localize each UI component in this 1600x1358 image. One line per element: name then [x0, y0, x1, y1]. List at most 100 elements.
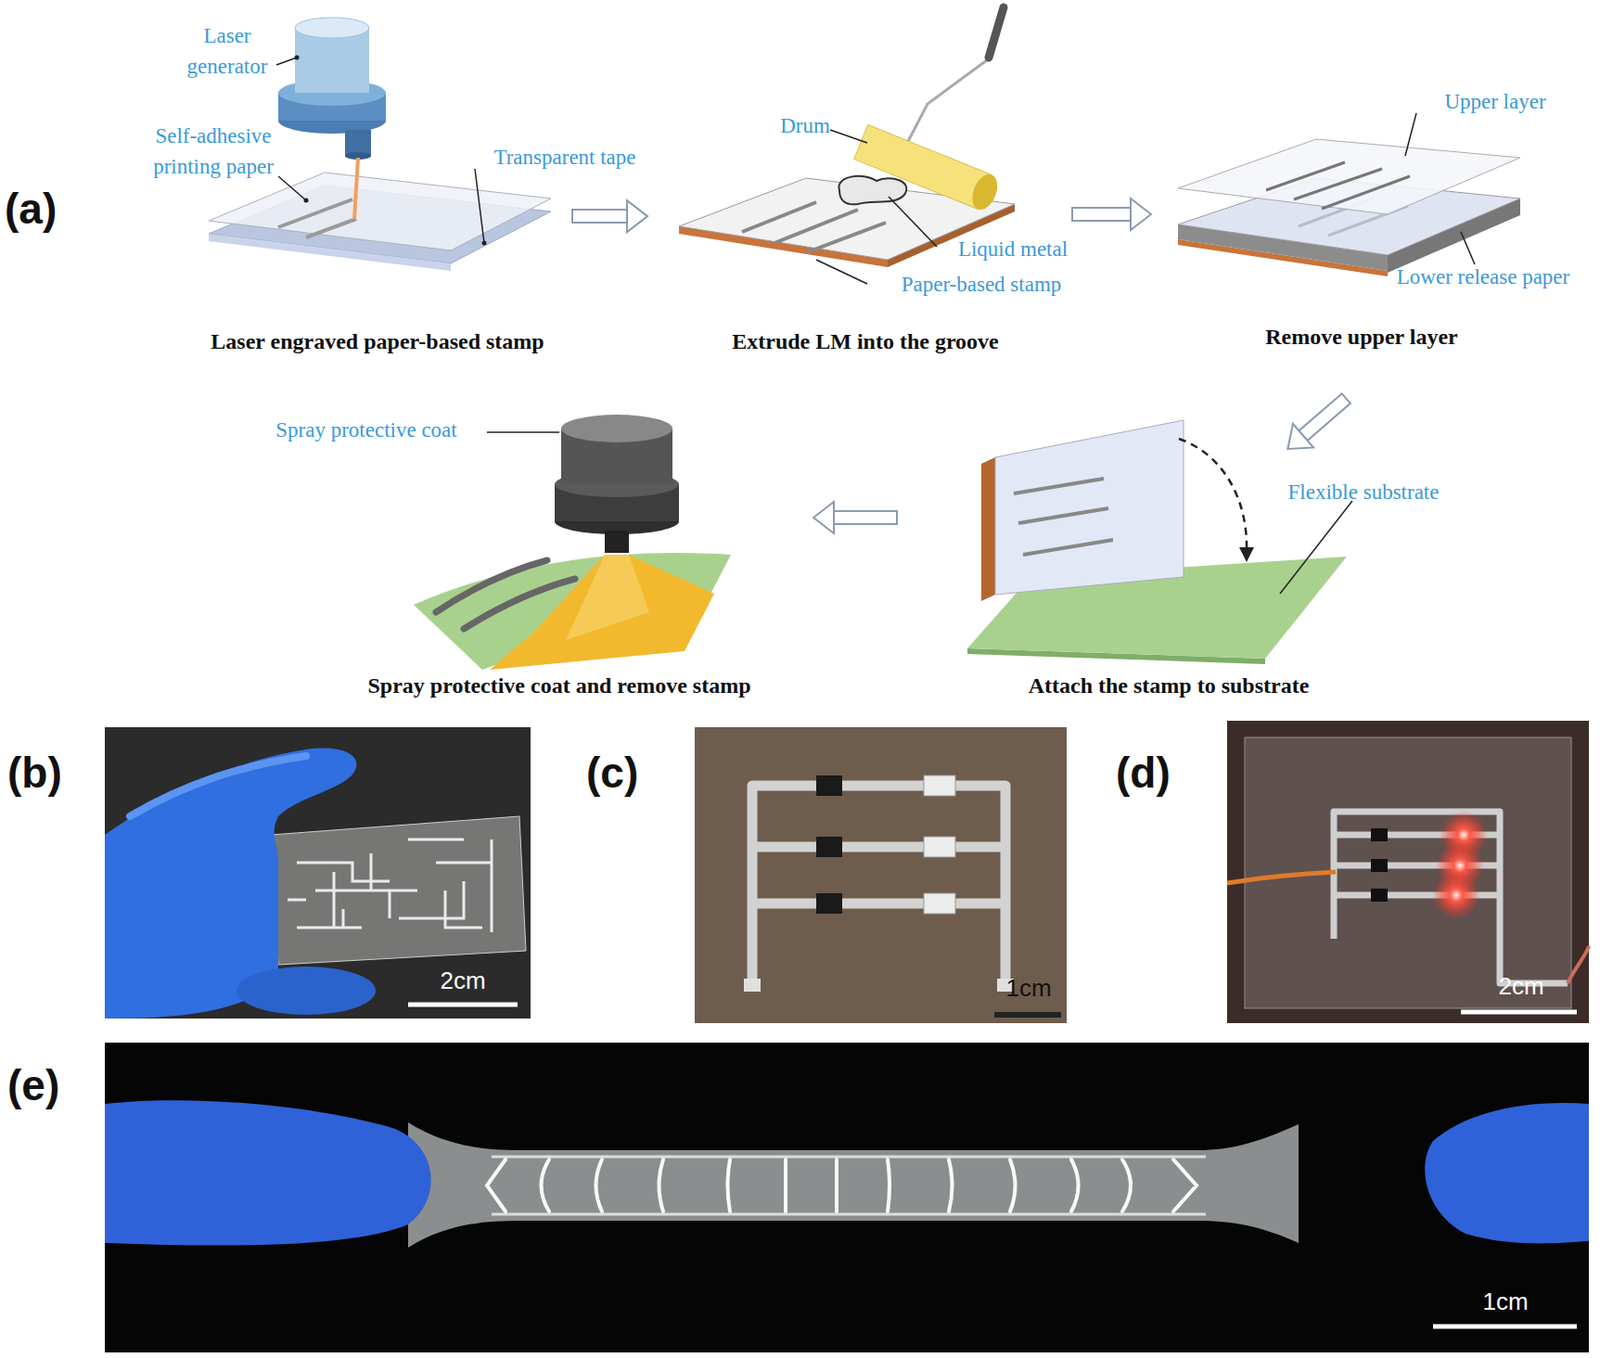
generator-top [294, 17, 370, 39]
leader-line [830, 129, 868, 143]
callout-label: Self-adhesive printing paper [129, 120, 297, 183]
resistor-symbol [816, 893, 843, 914]
process-step: Extrude LM into the groove [647, 18, 1072, 362]
roller-drum [854, 124, 1003, 214]
panel-letter: (d) [1115, 747, 1171, 798]
metal-trace [1293, 168, 1383, 200]
peel-illustration [1177, 113, 1521, 277]
liquid-metal-blob [838, 176, 907, 205]
protective-coat [489, 554, 715, 670]
scale-label: 1cm [1468, 1287, 1543, 1317]
photo-e [104, 1042, 1589, 1353]
photo-d [1227, 720, 1589, 1024]
resistor-symbol [816, 836, 843, 858]
stretched-substrate [408, 1122, 1299, 1248]
flexible-substrate [413, 552, 731, 670]
glove-highlight [129, 755, 307, 817]
step-caption: Extrude LM into the groove [731, 329, 999, 355]
metal-trace [1018, 508, 1109, 524]
panel-letter: (a) [4, 183, 57, 234]
callout-label: Liquid metal [938, 233, 1088, 265]
arrow-shaft-fill [1073, 208, 1135, 220]
step-caption: Remove upper layer [1265, 324, 1459, 350]
roller-grip [988, 7, 1004, 58]
arrow-shaft-outline [832, 510, 898, 525]
arrow-head [627, 200, 648, 232]
leader-line [276, 57, 297, 65]
process-arrow [813, 501, 898, 534]
filled-groove [806, 222, 886, 253]
supply-wire [1227, 871, 1336, 884]
metal-trace [1321, 176, 1410, 209]
arrow-shaft-outline [1071, 206, 1133, 222]
callout-label: Lower release paper [1367, 261, 1600, 293]
photo-background [104, 727, 531, 1019]
flip-arrowhead [1239, 547, 1255, 563]
panel-letter: (c) [586, 747, 639, 798]
serpentine-trace [486, 1159, 1197, 1212]
callout-label: Transparent tape [467, 141, 663, 173]
callout-label: Flexible substrate [1261, 476, 1466, 508]
stamp-edge [981, 457, 996, 602]
leader-line [1460, 231, 1475, 265]
nozzle-top [561, 414, 673, 443]
liquid-metal-circuit [1333, 811, 1568, 984]
led-glow [1432, 870, 1481, 920]
leader-line [278, 176, 307, 201]
nozzle-tip [604, 530, 629, 553]
leader-line [486, 431, 560, 434]
callout-label: Upper layer [1416, 86, 1575, 117]
process-step: Remove upper layer [1151, 18, 1600, 398]
scale-bar [408, 1002, 518, 1008]
leader-dot [482, 241, 487, 246]
resistor-symbol [816, 775, 843, 796]
leader-dot [294, 55, 300, 61]
resistor-symbol [1370, 888, 1388, 902]
led-component [923, 775, 956, 796]
arrow-shaft-outline [1302, 397, 1348, 437]
photo-background [1227, 720, 1589, 1024]
leader-line [474, 168, 485, 244]
flip-arrow [1178, 438, 1247, 550]
drum-body [854, 124, 992, 209]
metal-trace [435, 560, 548, 613]
callout-label: Spray protective coat [250, 414, 483, 446]
arrow-head [1287, 423, 1314, 449]
led-component [923, 836, 956, 858]
scale-bar [994, 1011, 1062, 1018]
process-arrow [571, 200, 648, 232]
leader-line [816, 259, 868, 284]
panel-letter: (e) [7, 1060, 60, 1111]
blue-glove [104, 1100, 432, 1245]
callout-label: Laser generator [171, 20, 283, 83]
arrow-shaft-fill [830, 512, 896, 524]
resistor-symbol [1370, 828, 1388, 842]
attach-illustration [967, 420, 1353, 665]
generator-nozzle [345, 129, 372, 156]
spray-cone [565, 554, 650, 640]
paper-stamp [995, 420, 1184, 595]
leader-line [1280, 500, 1353, 594]
process-step: Attach the stamp to substrate [897, 448, 1596, 724]
callout-label: Drum [768, 110, 843, 141]
contact-pad [743, 978, 761, 992]
arrow-shaft-outline [571, 208, 629, 224]
printed-traces [287, 839, 492, 933]
callout-label: Paper-based stamp [870, 268, 1093, 300]
step-caption: Laser engraved paper-based stamp [210, 329, 544, 355]
drum-end [967, 170, 1002, 214]
metal-trace [1013, 478, 1104, 494]
roller-handle [904, 57, 991, 149]
scale-label: 2cm [425, 966, 500, 996]
arrow-head [1130, 198, 1152, 231]
supply-wire [1567, 946, 1589, 984]
photo-c [694, 727, 1067, 1024]
process-step: Spray protective coat and remove stamp [241, 408, 814, 724]
scale-bar [1460, 1010, 1577, 1015]
process-arrow [1287, 397, 1347, 449]
step-caption: Spray protective coat and remove stamp [367, 673, 751, 699]
process-arrow [1071, 198, 1152, 231]
transparent-tape [208, 172, 551, 251]
